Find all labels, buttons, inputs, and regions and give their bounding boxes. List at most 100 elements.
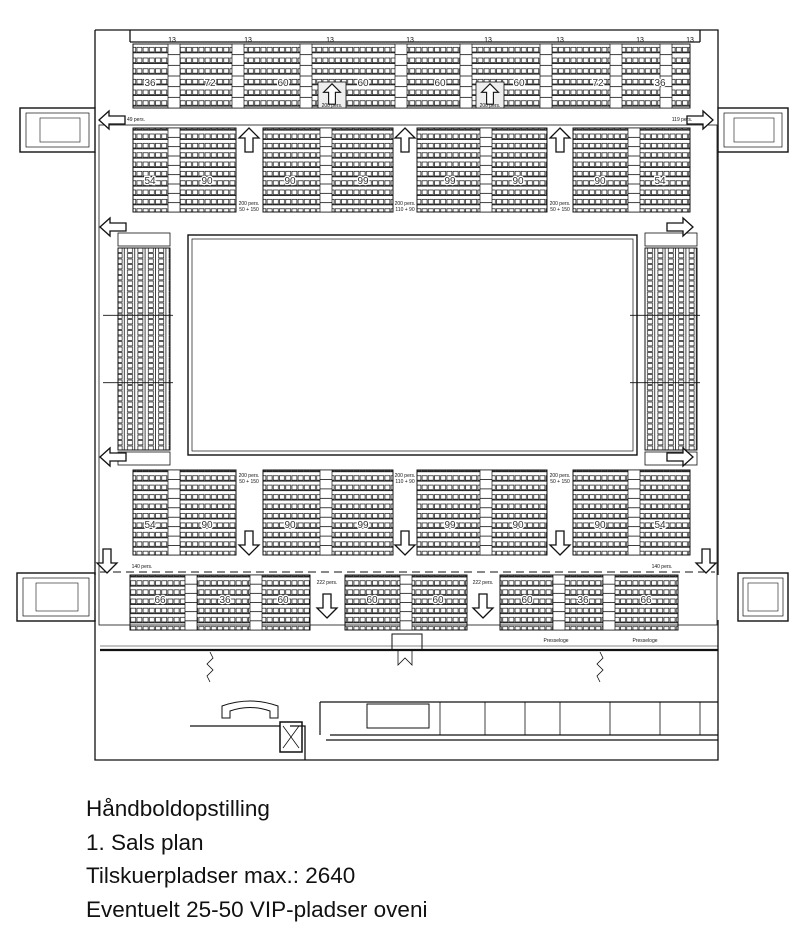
- aisle-capacity-label: 222 pers.: [317, 580, 338, 586]
- lower-stand-count: 90: [201, 520, 213, 531]
- upper-stand-count: 99: [444, 176, 456, 187]
- bottom-stand-count: 36: [219, 595, 231, 606]
- top-stand-count: 60: [513, 78, 525, 89]
- upper-stand-count: 99: [357, 176, 369, 187]
- aisle-capacity-label: 200 pers.: [239, 201, 260, 207]
- upper-stand-count: 90: [594, 176, 606, 187]
- top-row-number: 13: [686, 37, 694, 44]
- top-row-number: 13: [244, 37, 252, 44]
- lower-stand-block: [132, 469, 237, 556]
- upper-stand-count: 54: [654, 176, 666, 187]
- bottom-stand-count: 60: [521, 595, 533, 606]
- top-row-number: 13: [556, 37, 564, 44]
- stair-capacity-label: 200 pers.: [322, 103, 343, 109]
- upper-stand-count: 90: [512, 176, 524, 187]
- lower-stand-block: [262, 469, 394, 556]
- bottom-stand-count: 60: [277, 595, 289, 606]
- top-stand-count: 60: [357, 78, 369, 89]
- top-row-number: 13: [484, 37, 492, 44]
- exit-capacity-label: 140 pers.: [132, 564, 153, 570]
- exit-arrow-down: [237, 530, 261, 556]
- caption-capacity: Tilskuerpladser max.: 2640: [86, 863, 356, 888]
- stair-tower-top-left: [19, 107, 96, 153]
- aisle-capacity-label: 50 + 150: [239, 207, 259, 213]
- press-box-label: Presseloge: [543, 638, 568, 644]
- exit-arrow-down: [393, 530, 417, 556]
- aisle-capacity-label: 200 pers.: [550, 473, 571, 479]
- bottom-stand-block: [499, 574, 679, 631]
- exit-arrow-down: [694, 548, 718, 574]
- aisle-capacity-label: 110 + 90: [395, 479, 414, 485]
- top-row-number: 13: [326, 37, 334, 44]
- stair-capacity-label: 200 pers.: [480, 103, 501, 109]
- lower-stand-count: 90: [594, 520, 606, 531]
- exit-arrow-left: [98, 109, 126, 131]
- top-stand-count: 36: [654, 78, 666, 89]
- caption-title: Håndboldopstilling: [86, 796, 270, 821]
- exit-arrow-left: [99, 216, 127, 238]
- exit-arrow-up: [237, 127, 261, 153]
- exit-arrow-up: [480, 83, 500, 105]
- exit-capacity-label: 140 pers.: [652, 564, 673, 570]
- exit-arrow-down: [471, 593, 495, 619]
- bottom-stand-count: 66: [640, 595, 652, 606]
- side-stand-right: [630, 232, 700, 466]
- plan-caption: Håndboldopstilling 1. Sals plan Tilskuer…: [86, 792, 427, 926]
- lower-stand-count: 54: [654, 520, 666, 531]
- lower-stand-count: 90: [284, 520, 296, 531]
- aisle-capacity-label: 50 + 150: [550, 479, 570, 485]
- lower-stand-count: 99: [357, 520, 369, 531]
- exit-arrow-up: [548, 127, 572, 153]
- exit-arrow-right: [686, 109, 714, 131]
- aisle-capacity-label: 50 + 150: [239, 479, 259, 485]
- lower-stand-count: 99: [444, 520, 456, 531]
- upper-stand-count: 90: [201, 176, 213, 187]
- exit-arrow-right: [666, 216, 694, 238]
- upper-stand-block: [572, 127, 691, 213]
- exit-capacity-label: 119 pers.: [672, 117, 692, 123]
- top-stand-count: 72: [204, 78, 216, 89]
- exit-arrow-up: [322, 83, 342, 105]
- upper-stand-block: [416, 127, 548, 213]
- stair-tower-bottom-right: [737, 572, 789, 622]
- top-stand-count: 72: [592, 78, 604, 89]
- lower-stand-count: 90: [512, 520, 524, 531]
- top-row-number: 13: [406, 37, 414, 44]
- exit-arrow-left: [99, 446, 127, 468]
- press-box-label: Presseloge: [632, 638, 657, 644]
- top-row-number: 13: [636, 37, 644, 44]
- top-stand: [132, 43, 691, 109]
- lower-stand-block: [416, 469, 548, 556]
- bottom-stand-block: [129, 574, 311, 631]
- aisle-capacity-label: 222 pers.: [473, 580, 494, 586]
- top-row-number: 13: [168, 37, 176, 44]
- bottom-stand-block: [344, 574, 468, 631]
- upper-stand-block: [262, 127, 394, 213]
- aisle-capacity-label: 200 pers.: [550, 201, 571, 207]
- aisle-capacity-label: 110 + 90: [395, 207, 414, 213]
- lower-stand-block: [572, 469, 691, 556]
- bottom-stand-count: 66: [154, 595, 166, 606]
- handball-court: [187, 234, 638, 456]
- bottom-stand-count: 60: [366, 595, 378, 606]
- exit-arrow-down: [548, 530, 572, 556]
- bottom-stand-count: 36: [577, 595, 589, 606]
- exit-capacity-label: 49 pers.: [127, 117, 145, 123]
- floor-plan: 36 72 60 60 60 60 72 36 54 54 90 90 90 90 99 99 99 99 90 90…: [16, 29, 789, 761]
- upper-stand-count: 54: [144, 176, 156, 187]
- top-stand-count: 36: [144, 78, 156, 89]
- caption-vip: Eventuelt 25-50 VIP-pladser oveni: [86, 896, 428, 922]
- upper-stand-count: 90: [284, 176, 296, 187]
- stair-tower-bottom-left: [16, 572, 96, 622]
- top-stand-count: 60: [277, 78, 289, 89]
- aisle-capacity-label: 200 pers.: [395, 201, 416, 207]
- lower-stand-count: 54: [144, 520, 156, 531]
- aisle-capacity-label: 200 pers.: [239, 473, 260, 479]
- exit-arrow-right: [666, 446, 694, 468]
- caption-floor: 1. Sals plan: [86, 829, 204, 855]
- aisle-capacity-label: 200 pers.: [395, 473, 416, 479]
- top-stand-count: 60: [434, 78, 446, 89]
- bottom-stand-count: 60: [432, 595, 444, 606]
- stair-tower-top-right: [717, 107, 789, 153]
- exit-arrow-down: [315, 593, 339, 619]
